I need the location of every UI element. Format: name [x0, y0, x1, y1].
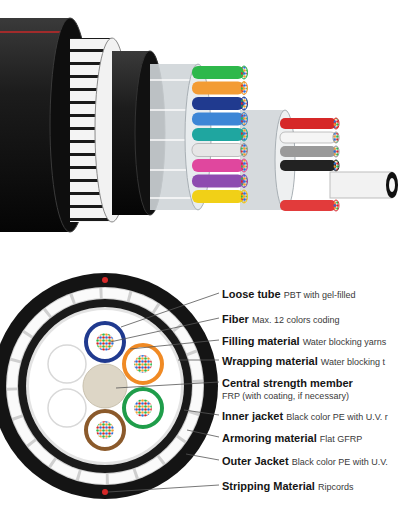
ripcord: [102, 489, 108, 495]
tube-end: [241, 144, 248, 157]
central-strength-member: [83, 364, 127, 408]
loose-tube: [280, 146, 336, 157]
tube-end: [241, 159, 248, 172]
tube-end: [241, 175, 248, 188]
part-description: PBT with gel-filled: [284, 290, 356, 300]
loose-tube: [280, 118, 336, 129]
loose-tube: [192, 128, 244, 141]
callout-row: Outer JacketBlack color PE with U.V.: [222, 453, 388, 469]
callout-row: Central strength memberFRP (with coating…: [222, 375, 353, 402]
armoring-ring: [6, 287, 204, 485]
part-description: Water blocking t: [321, 357, 385, 367]
tube-end: [241, 128, 248, 141]
leader-line: [186, 454, 219, 460]
part-description: Water blocking yarns: [303, 337, 387, 347]
tube-end: [333, 160, 339, 171]
loose-tube: [192, 66, 244, 79]
part-name: Armoring material: [222, 432, 317, 444]
tube-end: [241, 190, 248, 203]
tube-end: [241, 82, 248, 95]
part-name: Loose tube: [222, 288, 281, 300]
loose-tube: [280, 132, 336, 143]
leader-line: [108, 485, 219, 492]
part-description: Max. 12 colors coding: [252, 315, 340, 325]
part-name: Wrapping material: [222, 355, 318, 367]
part-name: Stripping Material: [222, 480, 315, 492]
part-name: Outer Jacket: [222, 455, 289, 467]
tube-end: [333, 132, 339, 143]
loose-tube-section: [86, 323, 124, 361]
callout-row: Stripping MaterialRipcords: [222, 478, 353, 494]
loose-tube: [192, 190, 244, 203]
part-description: Black color PE with U.V.: [292, 457, 388, 467]
callout-row: FiberMax. 12 colors coding: [222, 311, 339, 327]
loose-tube-section: [124, 345, 162, 383]
part-description: Black color PE with U.V. r: [286, 412, 388, 422]
cable-core: [29, 310, 181, 462]
leader-line: [184, 410, 219, 415]
leader-line: [110, 318, 219, 342]
fiber-bundle: [96, 421, 114, 439]
leader-line: [187, 430, 219, 437]
loose-tube: [192, 113, 244, 126]
loose-tube: [280, 160, 336, 171]
callout-row: Loose tubePBT with gel-filled: [222, 286, 356, 302]
tube-end: [333, 118, 339, 129]
tube-end: [333, 200, 339, 211]
part-description: FRP (with coating, if necessary): [222, 390, 353, 402]
leader-line: [121, 293, 219, 327]
flat-gfrp-rods: [12, 293, 198, 479]
central-member-body: [330, 172, 392, 198]
central-member-core: [389, 178, 395, 192]
leader-line: [130, 340, 219, 349]
loose-tube: [192, 175, 244, 188]
tube-end: [241, 66, 248, 79]
loose-tube: [280, 200, 336, 211]
part-description: Ripcords: [318, 482, 354, 492]
ripcord-stripe: [0, 31, 62, 33]
filler-rod: [48, 389, 86, 427]
loose-tube-section: [124, 389, 162, 427]
callout-row: Filling materialWater blocking yarns: [222, 333, 386, 349]
filler-rod: [48, 345, 86, 383]
callout-row: Inner jacketBlack color PE with U.V. r: [222, 408, 388, 424]
tube-end: [333, 146, 339, 157]
loose-tube: [192, 97, 244, 110]
part-name: Central strength member: [222, 377, 353, 389]
part-name: Fiber: [222, 313, 249, 325]
fiber-bundle: [134, 399, 152, 417]
loose-tube: [192, 144, 244, 157]
leader-line: [116, 382, 219, 388]
loose-tube: [192, 82, 244, 95]
callout-row: Wrapping materialWater blocking t: [222, 353, 385, 369]
ripcord: [102, 277, 108, 283]
part-name: Inner jacket: [222, 410, 283, 422]
outer-jacket-ring: [0, 273, 218, 499]
loose-tube-section: [86, 411, 124, 449]
fiber-bundle: [134, 355, 152, 373]
part-name: Filling material: [222, 335, 300, 347]
central-member-end: [386, 172, 398, 198]
callout-row: Armoring materialFlat GFRP: [222, 430, 362, 446]
leader-lines: [108, 293, 219, 492]
tube-end: [241, 97, 248, 110]
part-description: Flat GFRP: [320, 434, 363, 444]
leader-line: [178, 360, 219, 361]
tube-end: [241, 113, 248, 126]
inner-jacket-ring: [18, 299, 192, 473]
loose-tube: [192, 159, 244, 172]
